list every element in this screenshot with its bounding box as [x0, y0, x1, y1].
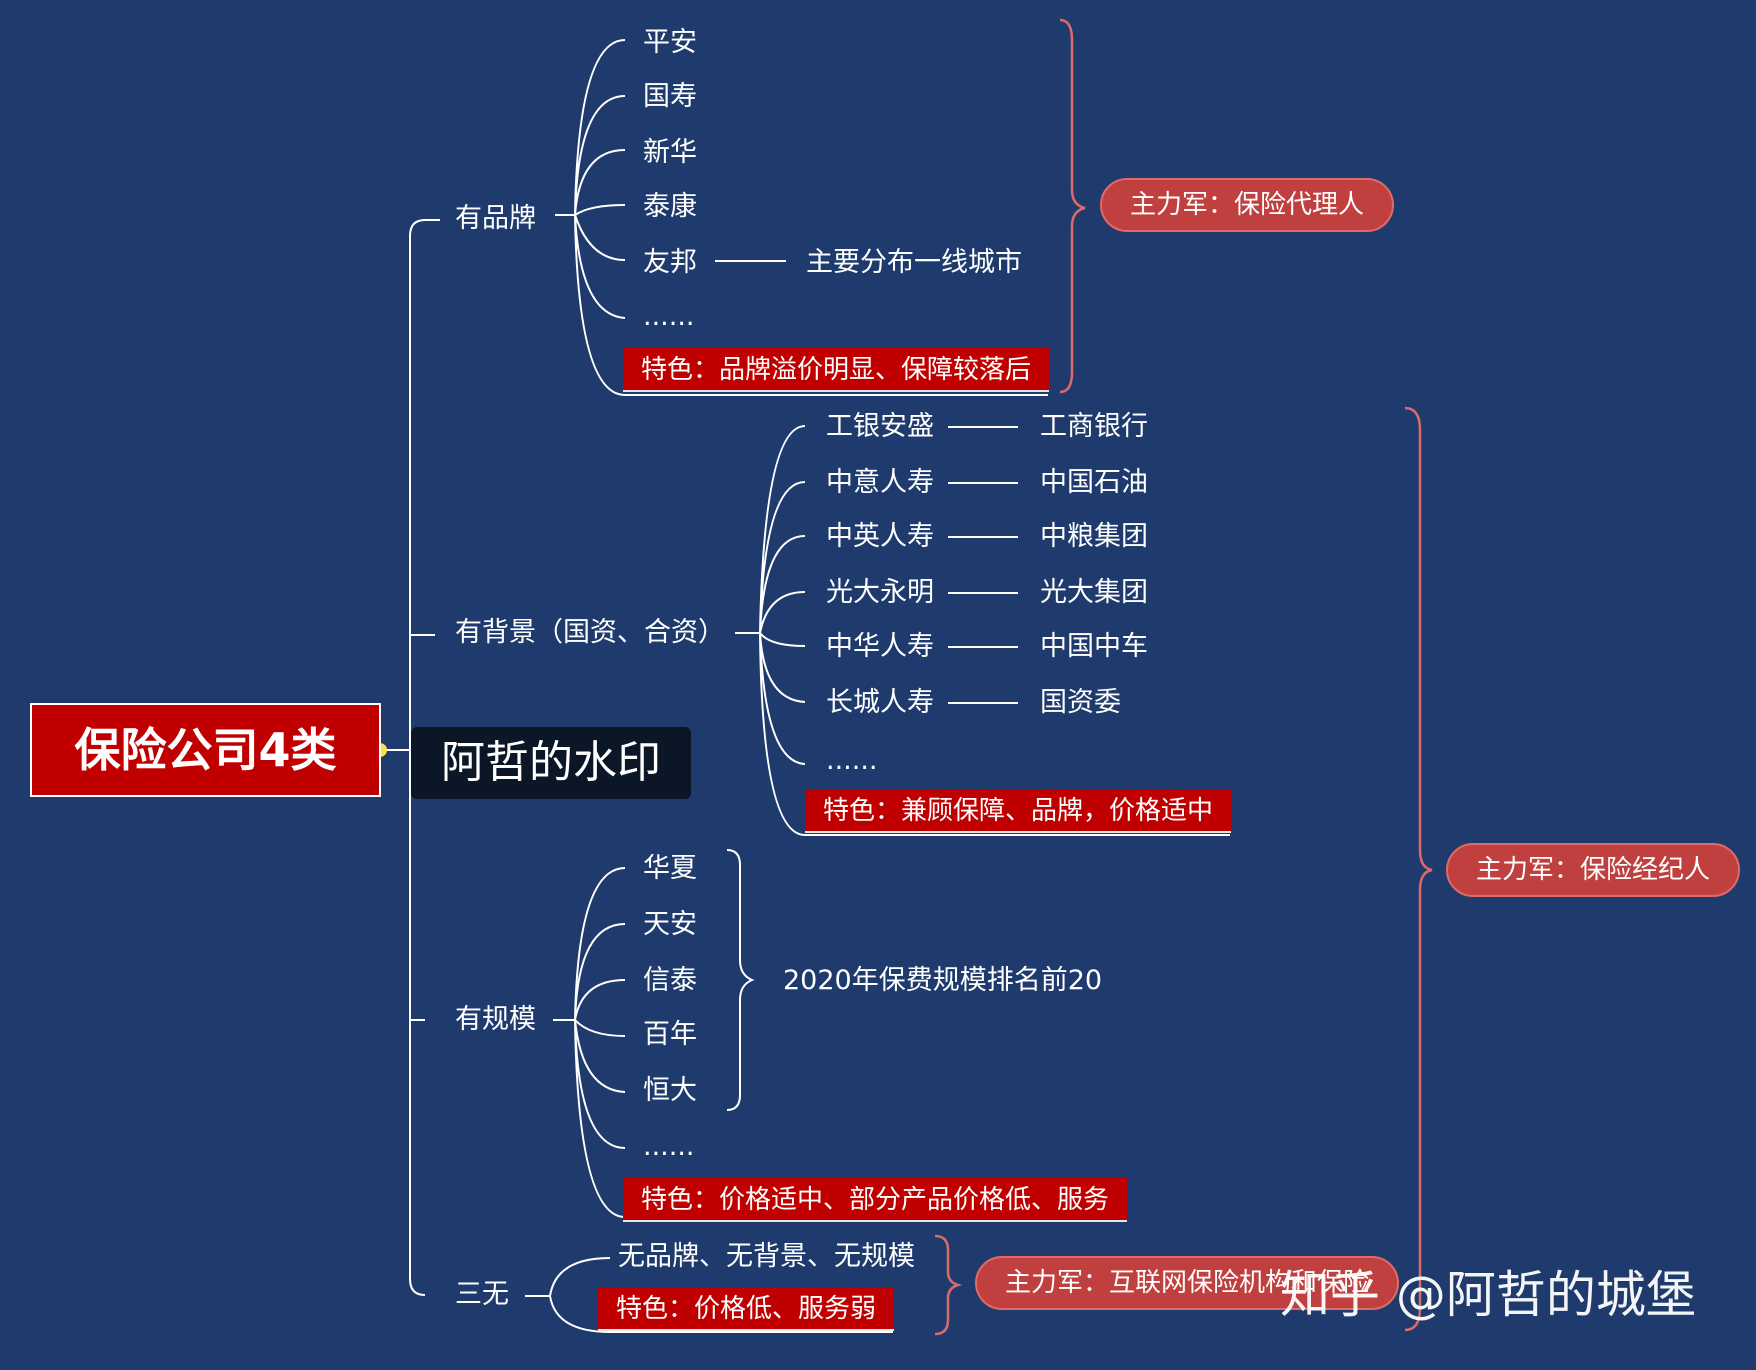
bg-company[interactable]: 中英人寿	[826, 521, 934, 552]
bg-pair-links	[948, 426, 1018, 704]
none-main-force[interactable]: 主力军：互联网保险机构和保险	[975, 1256, 1400, 1310]
branch-brand-label[interactable]: 有品牌	[455, 203, 536, 234]
brand-item[interactable]: 平安	[643, 27, 697, 58]
branch-none-label[interactable]: 三无	[455, 1279, 509, 1310]
bg-company[interactable]: 工银安盛	[826, 411, 934, 442]
scale-item[interactable]: 信泰	[643, 965, 697, 996]
bg-item-more[interactable]: ......	[826, 745, 878, 776]
brand-item[interactable]: 友邦	[643, 247, 697, 278]
branch-background-label[interactable]: 有背景（国资、合资）	[455, 617, 725, 648]
broker-main-force[interactable]: 主力军：保险经纪人	[1446, 843, 1741, 897]
scale-item[interactable]: 百年	[643, 1019, 697, 1050]
bg-parent[interactable]: 光大集团	[1040, 577, 1148, 608]
brand-item-more[interactable]: ......	[643, 301, 695, 332]
bg-fan	[735, 425, 1230, 836]
brand-main-force[interactable]: 主力军：保险代理人	[1100, 178, 1395, 232]
brand-fan	[555, 39, 1048, 396]
broker-brace	[1404, 406, 1433, 1332]
brand-item[interactable]: 国寿	[643, 81, 697, 112]
bg-parent[interactable]: 工商银行	[1040, 411, 1148, 442]
scale-item[interactable]: 恒大	[643, 1075, 697, 1106]
scale-note[interactable]: 2020年保费规模排名前20	[783, 965, 1103, 996]
bg-company[interactable]: 中华人寿	[826, 631, 934, 662]
bg-company[interactable]: 光大永明	[826, 577, 934, 608]
scale-item[interactable]: 华夏	[643, 853, 697, 884]
bg-company[interactable]: 长城人寿	[826, 687, 934, 718]
scale-item-more[interactable]: ......	[643, 1131, 695, 1162]
bg-parent[interactable]: 国资委	[1040, 687, 1121, 718]
bg-parent[interactable]: 中国中车	[1040, 631, 1148, 662]
background-feature[interactable]: 特色：兼顾保障、品牌，价格适中	[805, 789, 1232, 833]
none-feature[interactable]: 特色：价格低、服务弱	[598, 1287, 895, 1331]
zhihu-watermark: 知乎 @阿哲的城堡	[1280, 1266, 1696, 1324]
bg-parent[interactable]: 中粮集团	[1040, 521, 1148, 552]
scale-item[interactable]: 天安	[643, 909, 697, 940]
trunk-line	[409, 219, 426, 1296]
brand-feature[interactable]: 特色：品牌溢价明显、保障较落后	[623, 348, 1050, 392]
overlay-watermark: 阿哲的水印	[411, 727, 691, 799]
scale-brace	[726, 849, 755, 1111]
root-node[interactable]: 保险公司4类	[30, 703, 381, 797]
scale-fan	[553, 867, 1126, 1218]
none-item[interactable]: 无品牌、无背景、无规模	[618, 1241, 915, 1272]
scale-feature[interactable]: 特色：价格适中、部分产品价格低、服务	[623, 1178, 1128, 1222]
brand-force-brace	[1059, 18, 1086, 394]
brand-item[interactable]: 泰康	[643, 191, 697, 222]
bg-parent[interactable]: 中国石油	[1040, 467, 1148, 498]
branch-scale-label[interactable]: 有规模	[455, 1004, 536, 1035]
none-fan	[525, 1257, 893, 1333]
none-brace	[934, 1234, 963, 1336]
brand-note[interactable]: 主要分布一线城市	[806, 247, 1022, 278]
brand-item[interactable]: 新华	[643, 137, 697, 168]
bg-company[interactable]: 中意人寿	[826, 467, 934, 498]
